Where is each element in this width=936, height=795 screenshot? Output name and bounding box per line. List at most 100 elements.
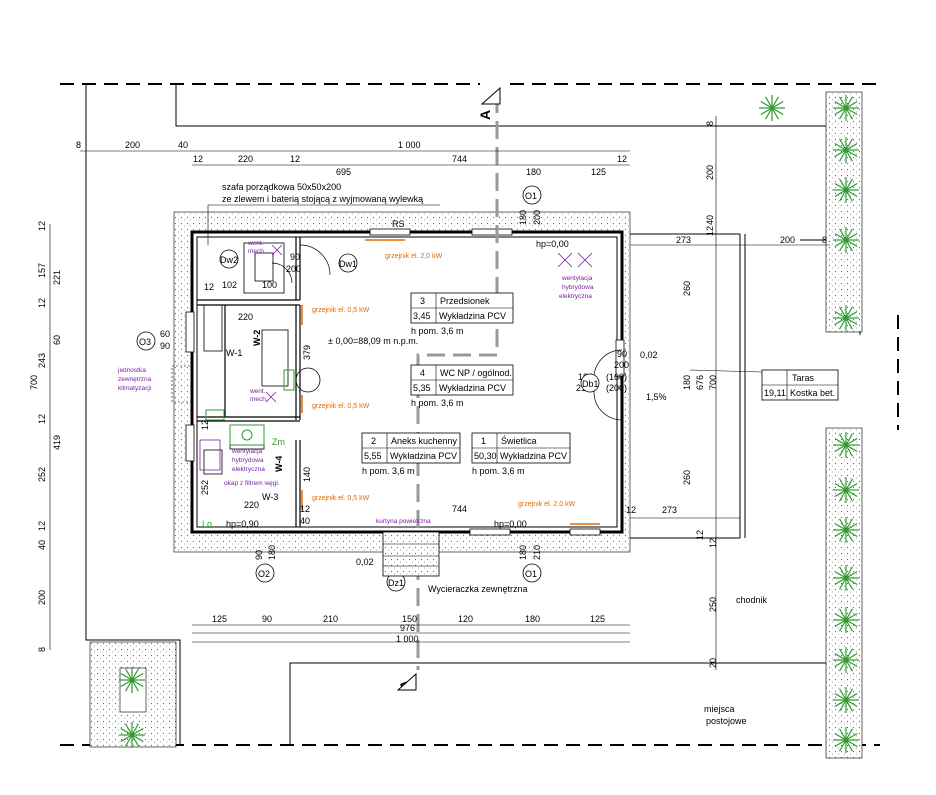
parking-label-2: postojowe [706,716,747,726]
heater-label-5: grzejnik el. 2,0 kW [518,501,576,508]
room-1-area: 50,30 [474,451,497,461]
room-3-height: h pom. 3,6 m [411,326,464,336]
dim-int-102: 102 [222,280,237,290]
dim-int-d160: (160) [606,372,627,382]
ventilation-symbols [199,244,593,471]
lo-label: Lo [202,519,212,529]
ac-unit-2: zewnętrzna [118,376,152,383]
dim-left-60: 60 [52,335,62,345]
plant-symbol [833,305,859,331]
kurtyna-label: kurtyna powietrzna [376,518,431,525]
went-mech-wc-1: went. [249,388,266,395]
plant-symbol [833,177,859,203]
hp-bottom: hp=0,00 [494,519,527,529]
dim-int-d200c: (200) [606,383,627,393]
plant-symbol [759,95,785,121]
dim-top-200: 200 [125,140,140,150]
marker-dz1: Dz1 [388,578,404,588]
dim-bot-90: 90 [262,614,272,624]
hp-left: hp=0,90 [226,519,259,529]
dim-bot-150: 150 [402,614,417,624]
dim-left-8: 8 [37,647,47,652]
plant-symbol [833,727,859,753]
openings [185,228,625,536]
dim-int-o3-60: 60 [160,329,170,339]
dim-int-o3-90: 90 [160,341,170,351]
marker-db1: Db1 [582,379,599,389]
wall-label-w4: W-4 [274,456,284,472]
dim-top-180: 180 [526,167,541,177]
level-mark: ± 0,00=88,09 m n.p.m. [328,336,418,346]
section-label-top: A [477,110,493,120]
went-hybr-2: hybrydowa [562,284,594,291]
went-mech-wc-2: mech. [250,396,268,403]
dim-right-250: 250 [708,597,718,612]
room-2-floor: Wykładzina PCV [390,451,457,461]
dim-int-744: 744 [452,504,467,514]
dim-int-12c: 12 [300,504,310,514]
heater-label-2: grzejnik el. 0,5 kW [312,307,370,314]
green-fixtures [205,369,295,446]
dim-left-243: 243 [37,353,47,368]
dim-right-8h: 8 [822,235,827,245]
dim-right-273a: 273 [676,235,691,245]
plant-symbol [833,565,859,591]
dim-top-12a: 12 [193,154,203,164]
dim-right-12c: 12 [708,538,718,548]
section-line [416,95,499,670]
room-4-no: 4 [420,368,425,378]
room-4-height: h pom. 3,6 m [411,398,464,408]
wardrobe-leader [207,204,440,245]
ac-unit-3: klimatyzacji [118,385,151,392]
plant-symbol [833,137,859,163]
left-dims: 12 157 221 12 60 243 700 12 419 252 12 4… [29,221,62,652]
heater-label-3: grzejnik el. 0,5 kW [312,403,370,410]
dim-int-100: 100 [262,280,277,290]
plant-symbol [833,95,859,121]
dim-left-221: 221 [52,270,62,285]
plant-symbol [833,517,859,543]
went-hybr-1: wentylacja [561,275,593,282]
dim-top-12c: 12 [617,154,627,164]
dim-int-o2-180: 180 [267,545,277,560]
dim-int-140: 140 [302,467,312,482]
dim-int-12: 12 [204,282,214,292]
marker-o3: O3 [139,337,151,347]
room-2-name: Aneks kuchenny [391,436,458,446]
dim-top-125: 125 [591,167,606,177]
dim-int-o1b-210: 210 [532,545,542,560]
room-3-name: Przedsionek [440,296,490,306]
dim-right-676: 676 [695,375,705,390]
dim-int-90: 90 [290,252,300,262]
dim-top-744: 744 [452,154,467,164]
room-3-floor: Wykładzina PCV [439,311,506,321]
chodnik-label: chodnik [736,595,768,605]
zm-label: Zm [272,437,285,447]
room-3-area: 3,45 [413,311,431,321]
dim-right-273b: 273 [662,505,677,515]
dim-int-o1-180: 180 [518,210,528,225]
dim-top-695: 695 [336,167,351,177]
heaters [301,239,600,525]
marker-o1-top: O1 [525,191,537,201]
dim-bot-120: 120 [458,614,473,624]
room-2-height: h pom. 3,6 m [362,466,415,476]
level-bottom: 0,02 [356,557,374,567]
dim-int-379: 379 [302,345,312,360]
dim-int-40: 40 [300,516,310,526]
dim-bot-125: 125 [212,614,227,624]
heater-label-1: grzejnik el. 2,0 kW [385,253,443,260]
went-hybr-3: elektryczna [559,293,592,300]
dim-left-12d: 12 [37,521,47,531]
dim-top-12b: 12 [290,154,300,164]
rs-label: RS [392,219,405,229]
dim-int-220b: 220 [244,500,259,510]
dim-bot-1000: 1 000 [396,634,419,644]
ac-unit-1: jednostka [117,367,146,374]
terrace-name: Taras [792,373,815,383]
terrace-floor: Kostka bet. [790,388,835,398]
dim-top-8: 8 [76,140,81,150]
section-arrow-top [480,86,501,105]
dim-right-260a: 260 [682,281,692,296]
fixtures [203,242,321,475]
